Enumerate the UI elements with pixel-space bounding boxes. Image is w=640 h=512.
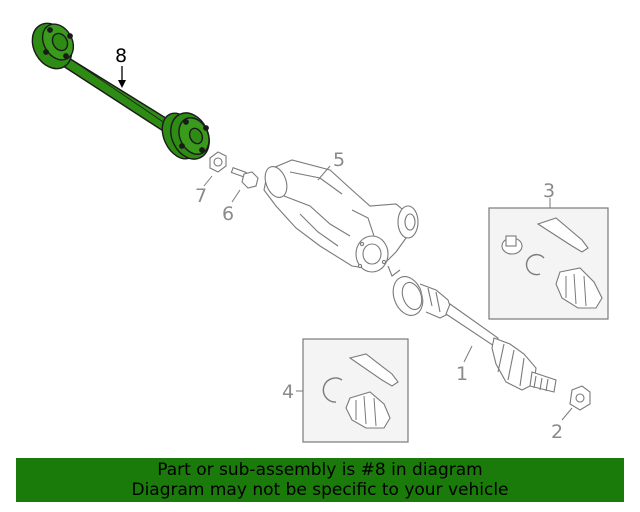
part-5-differential[interactable] (261, 159, 419, 277)
callout-2[interactable]: 2 (551, 421, 563, 443)
callout-1[interactable]: 1 (456, 363, 468, 385)
leader-1 (463, 345, 473, 363)
part-1-axle-shaft[interactable] (388, 272, 557, 393)
part-6-bolt[interactable] (230, 167, 259, 189)
leader-2 (561, 407, 573, 421)
leader-6 (231, 189, 241, 203)
parts-diagram: 8 7 6 5 (24, 16, 609, 443)
leader-5 (317, 165, 331, 181)
part-8-drive-shaft[interactable] (24, 16, 216, 165)
banner-line-1: Part or sub-assembly is #8 in diagram (157, 460, 483, 480)
callout-4[interactable]: 4 (282, 381, 294, 403)
callout-6[interactable]: 6 (222, 203, 234, 225)
part-7-nut[interactable] (209, 151, 227, 173)
callout-8[interactable]: 8 (115, 45, 127, 67)
callout-7[interactable]: 7 (195, 185, 207, 207)
banner-line-2: Diagram may not be specific to your vehi… (131, 480, 509, 500)
info-banner: Part or sub-assembly is #8 in diagram Di… (16, 458, 624, 502)
callout-5[interactable]: 5 (333, 149, 345, 171)
leader-7 (203, 175, 213, 187)
part-3-kit-box[interactable] (488, 207, 609, 320)
callout-3[interactable]: 3 (543, 180, 555, 202)
part-2-axle-nut[interactable] (569, 385, 591, 411)
leader-8-arrow (118, 80, 126, 88)
part-4-kit-box[interactable] (302, 338, 409, 443)
